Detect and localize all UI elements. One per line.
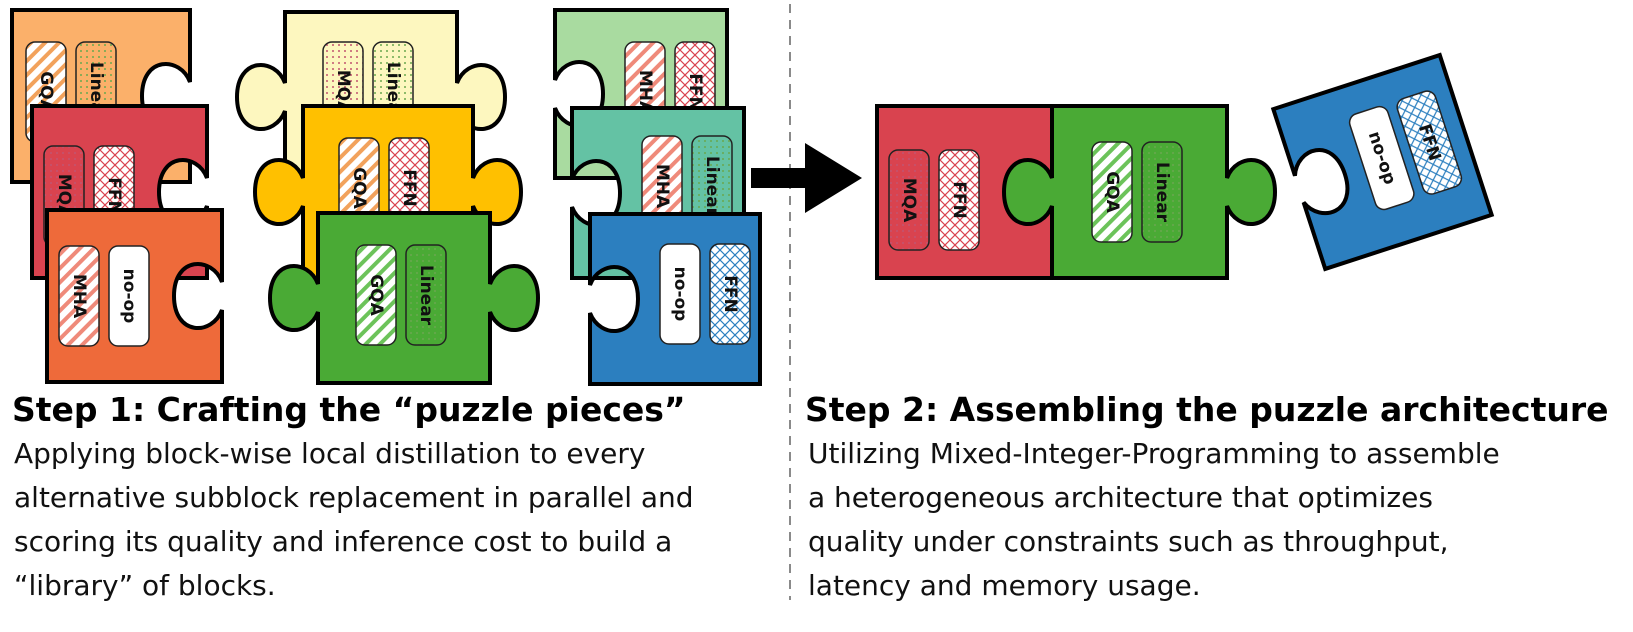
slot-mha	[58, 245, 100, 347]
step1-line-2: alternative subblock replacement in para…	[14, 481, 694, 514]
step2-line-1: Utilizing Mixed-Integer-Programming to a…	[808, 437, 1500, 470]
slot-ffn	[1396, 90, 1463, 195]
slot-no-op	[108, 245, 150, 347]
slot-ffn	[709, 243, 751, 345]
step1-heading: Step 1: Crafting the “puzzle pieces”	[12, 390, 686, 429]
step2-heading: Step 2: Assembling the puzzle architectu…	[805, 390, 1609, 429]
slot-linear	[405, 244, 447, 346]
step2-line-2: a heterogeneous architecture that optimi…	[808, 481, 1433, 514]
puzzle-piece-assembled-2: GQA Linear	[1001, 104, 1278, 280]
slot-label: MHA	[635, 70, 655, 115]
step2-line-3: quality under constraints such as throug…	[808, 525, 1449, 558]
pieces-col2: MQA Linear GQA FFN GQA Linear	[234, 10, 541, 385]
puzzle-piece-assembled-2-shape	[1001, 104, 1278, 280]
slot-no-op	[659, 243, 701, 345]
step1-description: Applying block-wise local distillation t…	[14, 432, 694, 608]
puzzle-piece-assembled-1: MQA FFN	[875, 104, 1054, 280]
slot-label: FFN	[685, 73, 705, 110]
step2-line-4: latency and memory usage.	[808, 569, 1201, 602]
slot-label: MQA	[54, 174, 74, 219]
slot-label: MHA	[69, 274, 89, 319]
puzzle-piece-col2-3-shape	[267, 211, 541, 385]
puzzle-piece-col3-3: no-op FFN	[588, 212, 762, 386]
slot-label: GQA	[1102, 171, 1122, 213]
slot-ffn	[938, 149, 980, 251]
step1-line-1: Applying block-wise local distillation t…	[14, 437, 646, 470]
step1-line-4: “library” of blocks.	[14, 569, 276, 602]
pieces-col3: MHA FFN MHA Linear no-op FFN	[553, 8, 762, 386]
puzzle-piece-col1-3: MHA no-op	[45, 208, 224, 384]
slot-label: FFN	[104, 177, 124, 214]
slot-label: Linear	[416, 265, 436, 326]
slot-linear	[1141, 141, 1183, 243]
slot-label: GQA	[36, 71, 56, 113]
puzzle-piece-col2-3: GQA Linear	[267, 211, 541, 385]
slot-label: FFN	[399, 169, 419, 206]
step1-line-3: scoring its quality and inference cost t…	[14, 525, 673, 558]
slot-label: no-op	[670, 267, 690, 322]
slot-mqa	[888, 149, 930, 251]
slot-label: MQA	[333, 70, 353, 115]
slot-label: MHA	[652, 164, 672, 209]
slot-label: GQA	[349, 167, 369, 209]
slot-label: FFN	[949, 181, 969, 218]
slot-gqa	[355, 244, 397, 346]
slot-label: no-op	[119, 269, 139, 324]
slot-label: GQA	[366, 274, 386, 316]
slot-label: Linear	[702, 156, 722, 217]
right-arrow-icon	[751, 143, 862, 213]
slot-label: MQA	[899, 178, 919, 223]
slot-gqa	[1091, 141, 1133, 243]
slot-label: FFN	[720, 275, 740, 312]
step2-description: Utilizing Mixed-Integer-Programming to a…	[808, 432, 1500, 608]
slot-no-op	[1348, 105, 1415, 211]
slot-label: Linear	[1152, 162, 1172, 223]
